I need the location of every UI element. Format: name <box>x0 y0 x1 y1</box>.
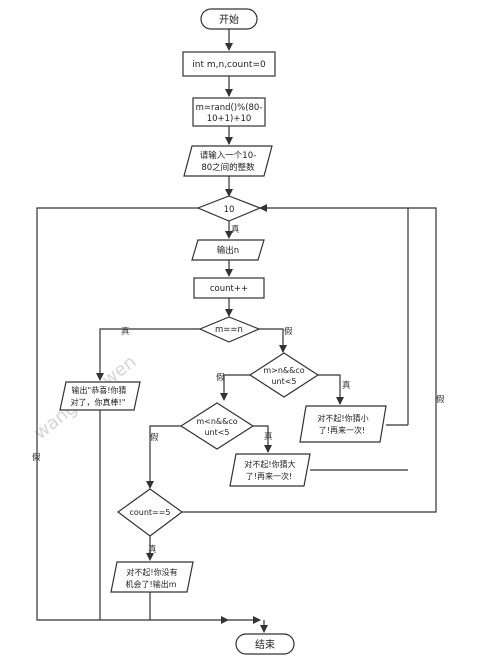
too-small-line-2: 了!再来一次! <box>319 425 365 435</box>
output-n-node: 输出n <box>191 239 265 261</box>
count-false-label: 假 <box>436 395 445 405</box>
count5-label: count==5 <box>129 508 170 517</box>
loop-decision: 10 <box>196 195 262 222</box>
eq-decision: m==n <box>198 316 261 343</box>
too-big-node: 对不起!你猜大 了!再来一次! <box>229 453 311 487</box>
rand-line-1: m=rand()%(80- <box>196 103 263 113</box>
count-inc-node: count++ <box>193 277 265 299</box>
gt-line-1: m>n&&co <box>263 366 304 375</box>
edge-eq-false <box>259 328 287 353</box>
too-small-line-1: 对不起!你猜小 <box>317 413 368 423</box>
too-small-node: 对不起!你猜小 了!再来一次! <box>299 405 387 443</box>
count-inc-label: count++ <box>210 284 248 294</box>
lt-true-label: 真 <box>264 431 273 442</box>
start-label: 开始 <box>219 13 239 26</box>
rand-node: m=rand()%(80- 10+1)+10 <box>192 97 266 127</box>
congrats-line-1: 输出"恭喜!你猜 <box>72 385 127 395</box>
edge-eq-true <box>96 328 200 381</box>
no-chance-line-2: 机会了!输出m <box>126 579 177 589</box>
gt-false-label: 假 <box>216 373 225 383</box>
init-label: int m,n,count=0 <box>192 60 266 70</box>
no-chance-node: 对不起!你没有 机会了!输出m <box>110 561 194 593</box>
start-node: 开始 <box>200 8 258 30</box>
no-chance-line-1: 对不起!你没有 <box>126 567 177 577</box>
edge-gt-false <box>220 374 250 401</box>
prompt-line-1: 请输入一个10- <box>200 150 256 161</box>
gt-decision: m>n&&co unt<5 <box>248 352 320 398</box>
congrats-line-2: 对了，你真棒!" <box>71 397 126 407</box>
loop-false-label: 假 <box>32 453 41 463</box>
too-big-line-2: 了!再来一次! <box>246 471 292 481</box>
lt-false-label: 假 <box>150 433 159 443</box>
edge-loop-false <box>36 207 229 624</box>
edge-gt-true <box>318 374 344 405</box>
lt-decision: m<n&&co unt<5 <box>179 402 255 450</box>
end-label: 结束 <box>255 638 275 651</box>
eq-true-label: 真 <box>121 326 130 337</box>
eq-label: m==n <box>215 325 243 335</box>
rand-line-2: 10+1)+10 <box>207 114 252 124</box>
connectors <box>36 29 437 633</box>
init-node: int m,n,count=0 <box>182 51 276 77</box>
count5-decision: count==5 <box>116 488 184 537</box>
prompt-line-2: 80之间的整数 <box>201 162 255 173</box>
too-big-line-1: 对不起!你猜大 <box>244 459 295 469</box>
edge-labels: 真 假 真 假 真 假 真 假 真 假 <box>32 224 445 555</box>
lt-line-1: m<n&&co <box>196 417 237 426</box>
congrats-node: 输出"恭喜!你猜 对了，你真棒!" <box>59 381 141 411</box>
edge-lt-true <box>253 425 272 453</box>
loop-true-label: 真 <box>231 224 240 235</box>
output-n-label: 输出n <box>217 245 239 256</box>
loop-label: 10 <box>224 205 235 215</box>
lt-line-2: unt<5 <box>204 428 229 437</box>
edge-count-false <box>182 207 437 513</box>
count-true-label: 真 <box>148 544 157 555</box>
eq-false-label: 假 <box>284 327 293 337</box>
gt-true-label: 真 <box>342 380 351 391</box>
end-node: 结束 <box>235 633 295 655</box>
prompt-node: 请输入一个10- 80之间的整数 <box>183 145 273 177</box>
edge-lt-false <box>146 425 181 489</box>
gt-line-2: unt<5 <box>271 377 296 386</box>
